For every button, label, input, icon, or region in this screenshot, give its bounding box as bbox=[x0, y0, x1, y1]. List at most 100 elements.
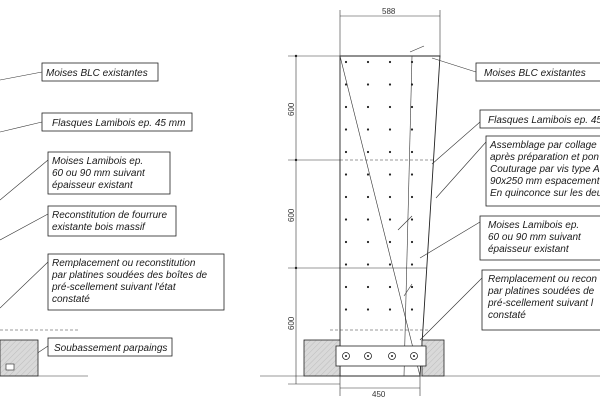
left-base bbox=[0, 329, 88, 377]
callout-line: Assemblage par collage bbox=[489, 140, 597, 151]
screw-dot bbox=[344, 83, 348, 86]
screw-dot bbox=[366, 128, 370, 131]
callout-line: Moises Lamibois ep. bbox=[488, 220, 579, 231]
screw-dot bbox=[388, 83, 392, 86]
left-moises-blc-box bbox=[41, 62, 159, 82]
callout-line: Remplacement ou recon bbox=[488, 274, 597, 285]
anchor-bolt-center bbox=[345, 355, 347, 357]
callout-line: 60 ou 90 mm suivant bbox=[52, 168, 146, 179]
anchor-bolt-center bbox=[367, 355, 369, 357]
callout-line: Remplacement ou reconstitution bbox=[52, 258, 196, 269]
dim-top-width: 588 bbox=[382, 7, 396, 16]
right-moises-lamibois-box bbox=[479, 215, 600, 261]
left-callouts: Moises BLC existantes Flasques Lamibois … bbox=[0, 62, 225, 371]
screw-dot bbox=[344, 285, 348, 289]
dim-height-lower: 600 bbox=[287, 316, 296, 330]
callout-line: épaisseur existant bbox=[52, 180, 134, 191]
screw-dot bbox=[344, 308, 348, 311]
dim-height-upper: 600 bbox=[287, 102, 296, 116]
right-moises-blc-box bbox=[475, 62, 600, 82]
anchor-bolt-center bbox=[391, 355, 393, 357]
screw-dot bbox=[410, 128, 414, 131]
screw-dot bbox=[388, 173, 392, 176]
screw-dot bbox=[410, 105, 414, 109]
screw-dot bbox=[366, 240, 370, 244]
screw-dot bbox=[410, 263, 414, 266]
anchor-bolts bbox=[342, 352, 418, 360]
screw-dot bbox=[410, 60, 414, 64]
screw-dot bbox=[410, 240, 414, 244]
screw-dot bbox=[388, 195, 392, 199]
callout-line: existante bois massif bbox=[52, 222, 146, 233]
left-flasques-box bbox=[41, 112, 193, 132]
callout-line: 90x250 mm espacement bbox=[490, 176, 600, 187]
screw-dot bbox=[388, 218, 392, 221]
left-remplacement-box bbox=[47, 253, 225, 311]
screw-dot bbox=[410, 308, 414, 311]
callout-line: constaté bbox=[488, 310, 526, 321]
screw-dot bbox=[344, 105, 348, 109]
left-fourrure-box bbox=[47, 205, 177, 237]
callout-line: Reconstitution de fourrure bbox=[52, 210, 168, 221]
callout-line: Moises Lamibois ep. bbox=[52, 156, 143, 167]
screw-dot bbox=[388, 308, 392, 311]
screw-dot bbox=[410, 195, 414, 199]
right-base bbox=[260, 329, 600, 377]
callout-line: par platines soudées de bbox=[487, 286, 595, 297]
screw-dot bbox=[366, 60, 370, 64]
screw-dot bbox=[344, 195, 348, 199]
right-callouts: Moises BLC existantes Flasques Lamibois … bbox=[419, 57, 600, 341]
screw-dot bbox=[388, 128, 392, 131]
left-soubassement-label: Soubassement parpaings bbox=[54, 343, 167, 354]
screw-dot bbox=[366, 105, 370, 109]
screw-dot bbox=[344, 263, 348, 266]
callout-line: par platines soudées des boîtes de bbox=[51, 270, 208, 281]
screw-dot bbox=[366, 195, 370, 199]
left-flasques-label: Flasques Lamibois ep. 45 mm bbox=[52, 118, 185, 129]
screw-dot bbox=[410, 150, 414, 154]
screw-dot bbox=[366, 263, 370, 266]
right-assemblage-box bbox=[485, 135, 600, 207]
right-remplacement-box bbox=[481, 269, 600, 331]
screw-dot bbox=[410, 218, 414, 221]
callout-line: En quinconce sur les deu bbox=[490, 188, 600, 199]
callout-line: pré-scellement suivant l bbox=[487, 298, 594, 309]
screw-dot bbox=[410, 285, 414, 289]
screw-pattern bbox=[344, 60, 414, 311]
screw-dot bbox=[388, 263, 392, 266]
screw-dot bbox=[388, 285, 392, 289]
callout-line: pré-scellement suivant l'état bbox=[51, 282, 177, 293]
left-moises-blc-label: Moises BLC existantes bbox=[46, 68, 148, 79]
screw-dot bbox=[344, 150, 348, 154]
screw-dot bbox=[366, 150, 370, 154]
callout-line: 60 ou 90 mm suivant bbox=[488, 232, 582, 243]
screw-dot bbox=[344, 128, 348, 131]
screw-dot bbox=[410, 173, 414, 176]
callout-line: après préparation et pon bbox=[490, 152, 599, 163]
dimension-lines: 588 600 600 600 450 bbox=[287, 7, 441, 399]
screw-dot bbox=[344, 60, 348, 64]
right-flasques-label: Flasques Lamibois ep. 45 mm bbox=[488, 115, 600, 126]
screw-dot bbox=[344, 173, 348, 176]
callout-line: Moises BLC existantes bbox=[46, 68, 148, 79]
callout-line: constaté bbox=[52, 294, 90, 305]
callout-line: Moises BLC existantes bbox=[484, 68, 586, 79]
screw-dot bbox=[388, 105, 392, 109]
screw-dot bbox=[388, 150, 392, 154]
screw-dot bbox=[366, 218, 370, 221]
callout-line: Flasques Lamibois ep. 45 mm bbox=[52, 118, 185, 129]
screw-dot bbox=[366, 308, 370, 311]
callout-line: épaisseur existant bbox=[488, 244, 570, 255]
base-plate bbox=[335, 345, 427, 367]
screw-dot bbox=[366, 285, 370, 289]
left-moises-lamibois-box bbox=[47, 151, 171, 195]
anchor-bolt-center bbox=[413, 355, 415, 357]
callout-line: Soubassement parpaings bbox=[54, 343, 167, 354]
column-elevation bbox=[339, 45, 441, 377]
